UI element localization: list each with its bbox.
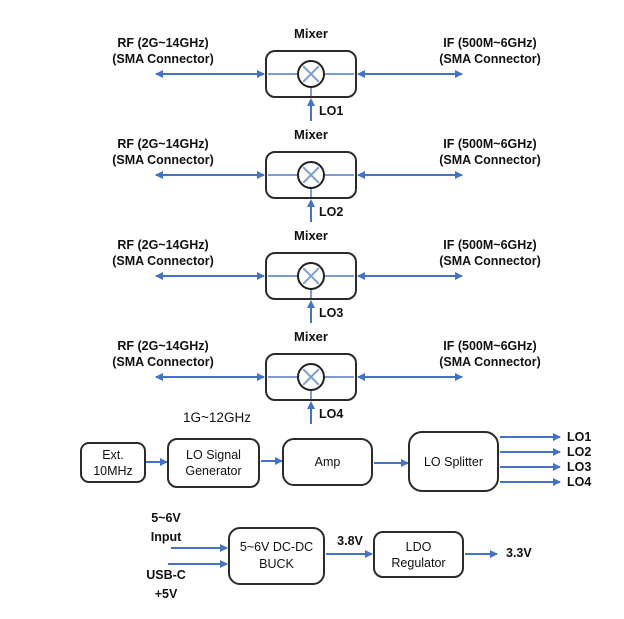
rf-arrow [155,272,265,280]
dcdc-buck-box: 5~6V DC-DC BUCK [228,527,325,585]
if-label-line1: IF (500M~6GHz) [443,36,537,50]
rf-label: RF (2G~14GHz) (SMA Connector) [83,338,243,370]
generator-box-line1: LO Signal [186,448,241,462]
voltage-3v3-label: 3.3V [506,546,532,560]
rf-label-line1: RF (2G~14GHz) [117,339,209,353]
mixer-symbol-icon [297,60,325,88]
input1-to-buck-arrow [170,544,228,552]
power-input-1-line2: Input [150,530,182,544]
mixer-box [265,151,357,199]
ext-10mhz-box: Ext. 10MHz [80,442,146,483]
if-label: IF (500M~6GHz) (SMA Connector) [410,338,570,370]
mixer-box [265,252,357,300]
splitter-output-lo3-label: LO3 [567,460,592,474]
mixer-box [265,353,357,401]
lo-label: LO2 [319,205,344,219]
if-label-line1: IF (500M~6GHz) [443,137,537,151]
mixer-symbol-icon [297,363,325,391]
lo-label: LO4 [319,407,344,421]
lo-label: LO1 [319,104,344,118]
mixer-symbol-icon [297,161,325,189]
ldo-box-line2: Regulator [391,555,446,570]
if-label-line2: (SMA Connector) [439,355,541,369]
if-arrow [357,70,463,78]
if-label-line2: (SMA Connector) [439,254,541,268]
splitter-output-lo2-label: LO2 [567,445,592,459]
power-input-1-label: 5~6V Input [128,509,204,547]
rf-label: RF (2G~14GHz) (SMA Connector) [83,136,243,168]
mixer-lo-stub [310,288,312,298]
splitter-output-lo1-label: LO1 [567,430,592,444]
rf-label-line1: RF (2G~14GHz) [117,137,209,151]
if-label-line1: IF (500M~6GHz) [443,339,537,353]
mixer-box [265,50,357,98]
mixer-lo-stub [310,86,312,96]
mixer-lo-stub [310,389,312,399]
if-label-line1: IF (500M~6GHz) [443,238,537,252]
splitter-output-lo2-arrow [499,448,561,456]
lo-input-arrow [307,401,315,424]
splitter-output-lo4-arrow [499,478,561,486]
rf-label-line2: (SMA Connector) [112,254,214,268]
power-input-2-label: USB-C +5V [128,566,204,604]
mixer-title: Mixer [294,26,328,41]
lo-input-arrow [307,98,315,121]
rf-label-line2: (SMA Connector) [112,355,214,369]
lo-splitter-box: LO Splitter [408,431,499,492]
rf-label-line2: (SMA Connector) [112,153,214,167]
voltage-3v8-label: 3.8V [337,534,363,548]
if-label-line2: (SMA Connector) [439,52,541,66]
ldo-box-line1: LDO [405,539,432,554]
if-arrow [357,373,463,381]
splitter-output-lo1-arrow [499,433,561,441]
rf-arrow [155,70,265,78]
ext-to-generator-arrow [145,458,168,466]
splitter-output-lo3-arrow [499,463,561,471]
mixer-symbol-icon [297,262,325,290]
mixer-title: Mixer [294,329,328,344]
if-label-line2: (SMA Connector) [439,153,541,167]
buck-box-line1: 5~6V DC-DC [239,540,314,554]
rf-label: RF (2G~14GHz) (SMA Connector) [83,237,243,269]
generator-to-amp-arrow [260,457,283,465]
rf-label-line1: RF (2G~14GHz) [117,238,209,252]
rf-label-line1: RF (2G~14GHz) [117,36,209,50]
ext-box-line1: Ext. [102,447,124,462]
lo-label: LO3 [319,306,344,320]
power-input-2-line2: +5V [154,587,178,601]
mixer-lo-stub [310,187,312,197]
lo-frequency-label: 1G~12GHz [183,410,251,425]
splitter-box-label: LO Splitter [423,454,484,469]
ext-box-line2: 10MHz [93,463,133,478]
rf-label: RF (2G~14GHz) (SMA Connector) [83,35,243,67]
lo-input-arrow [307,199,315,222]
mixer-title: Mixer [294,127,328,142]
rf-arrow [155,171,265,179]
input2-to-buck-arrow [167,560,228,568]
lo-signal-generator-box: LO Signal Generator [167,438,260,488]
if-label: IF (500M~6GHz) (SMA Connector) [410,136,570,168]
ldo-output-arrow [464,550,498,558]
buck-box-line2: BUCK [259,557,294,571]
if-label: IF (500M~6GHz) (SMA Connector) [410,237,570,269]
ldo-regulator-box: LDO Regulator [373,531,464,578]
lo-input-arrow [307,300,315,323]
if-arrow [357,272,463,280]
amp-box-label: Amp [314,455,341,469]
rf-arrow [155,373,265,381]
power-input-2-line1: USB-C [146,568,186,582]
buck-to-ldo-arrow [325,550,373,558]
if-label: IF (500M~6GHz) (SMA Connector) [410,35,570,67]
if-arrow [357,171,463,179]
amp-to-splitter-arrow [373,459,409,467]
generator-box-line2: Generator [185,464,242,478]
mixer-title: Mixer [294,228,328,243]
amp-box: Amp [282,438,373,486]
splitter-output-lo4-label: LO4 [567,475,592,489]
rf-label-line2: (SMA Connector) [112,52,214,66]
power-input-1-line1: 5~6V [151,511,181,525]
